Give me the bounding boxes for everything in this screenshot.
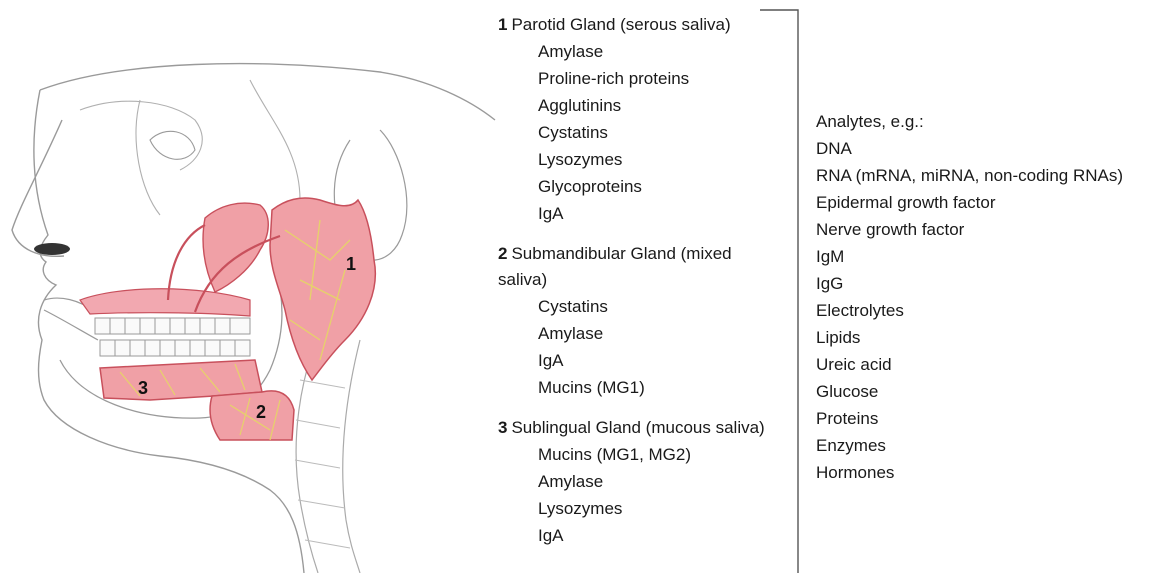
list-item: Hormones [816,459,1146,486]
list-item: IgA [538,347,798,374]
list-item: IgG [816,270,1146,297]
lower-teeth [100,340,250,356]
gland-name: Parotid Gland (serous saliva) [511,15,730,34]
list-item: IgA [538,522,798,549]
vertebrae-lines [295,380,350,548]
list-item: Agglutinins [538,92,798,119]
orbit-outline [150,131,195,159]
list-item: Lysozymes [538,495,798,522]
list-item: Proteins [816,405,1146,432]
analytes-list: Analytes, e.g.: DNA RNA (mRNA, miRNA, no… [816,108,1146,486]
analytes-title: Analytes, e.g.: [816,108,1146,135]
gland-name: Submandibular Gland (mixed saliva) [498,244,732,289]
list-item: DNA [816,135,1146,162]
list-item: Mucins (MG1) [538,374,798,401]
list-item: Epidermal growth factor [816,189,1146,216]
label-3: 3 [138,378,148,398]
list-item: Amylase [538,320,798,347]
upper-teeth [95,318,250,334]
submandibular-gland-shape [210,391,294,440]
list-item: IgA [538,200,798,227]
gland-number: 1 [498,15,507,34]
nose-outline [12,120,64,256]
gland-name: Sublingual Gland (mucous saliva) [511,418,764,437]
label-1: 1 [346,254,356,274]
list-item: Mucins (MG1, MG2) [538,441,798,468]
gland-components: Cystatins Amylase IgA Mucins (MG1) [498,293,798,401]
skull-outline [80,80,300,215]
list-item: Enzymes [816,432,1146,459]
list-item: Glucose [816,378,1146,405]
grouping-bracket [760,4,810,573]
label-2: 2 [256,402,266,422]
gland-components: Amylase Proline-rich proteins Agglutinin… [498,38,798,227]
list-item: Glycoproteins [538,173,798,200]
gland-number: 3 [498,418,507,437]
head-anatomy-illustration: 1 2 3 [0,0,500,573]
list-item: IgM [816,243,1146,270]
list-item: Proline-rich proteins [538,65,798,92]
list-item: Lysozymes [538,146,798,173]
list-item: Electrolytes [816,297,1146,324]
list-item: Amylase [538,38,798,65]
analytes-items: DNA RNA (mRNA, miRNA, non-coding RNAs) E… [816,135,1146,486]
tongue-shape [80,289,250,316]
list-item: Amylase [538,468,798,495]
nostril-shape [34,243,70,255]
gland-components: Mucins (MG1, MG2) Amylase Lysozymes IgA [498,441,798,549]
list-item: Cystatins [538,293,798,320]
list-item: Lipids [816,324,1146,351]
list-item: RNA (mRNA, miRNA, non-coding RNAs) [816,162,1146,189]
list-item: Cystatins [538,119,798,146]
list-item: Nerve growth factor [816,216,1146,243]
gland-number: 2 [498,244,507,263]
list-item: Ureic acid [816,351,1146,378]
